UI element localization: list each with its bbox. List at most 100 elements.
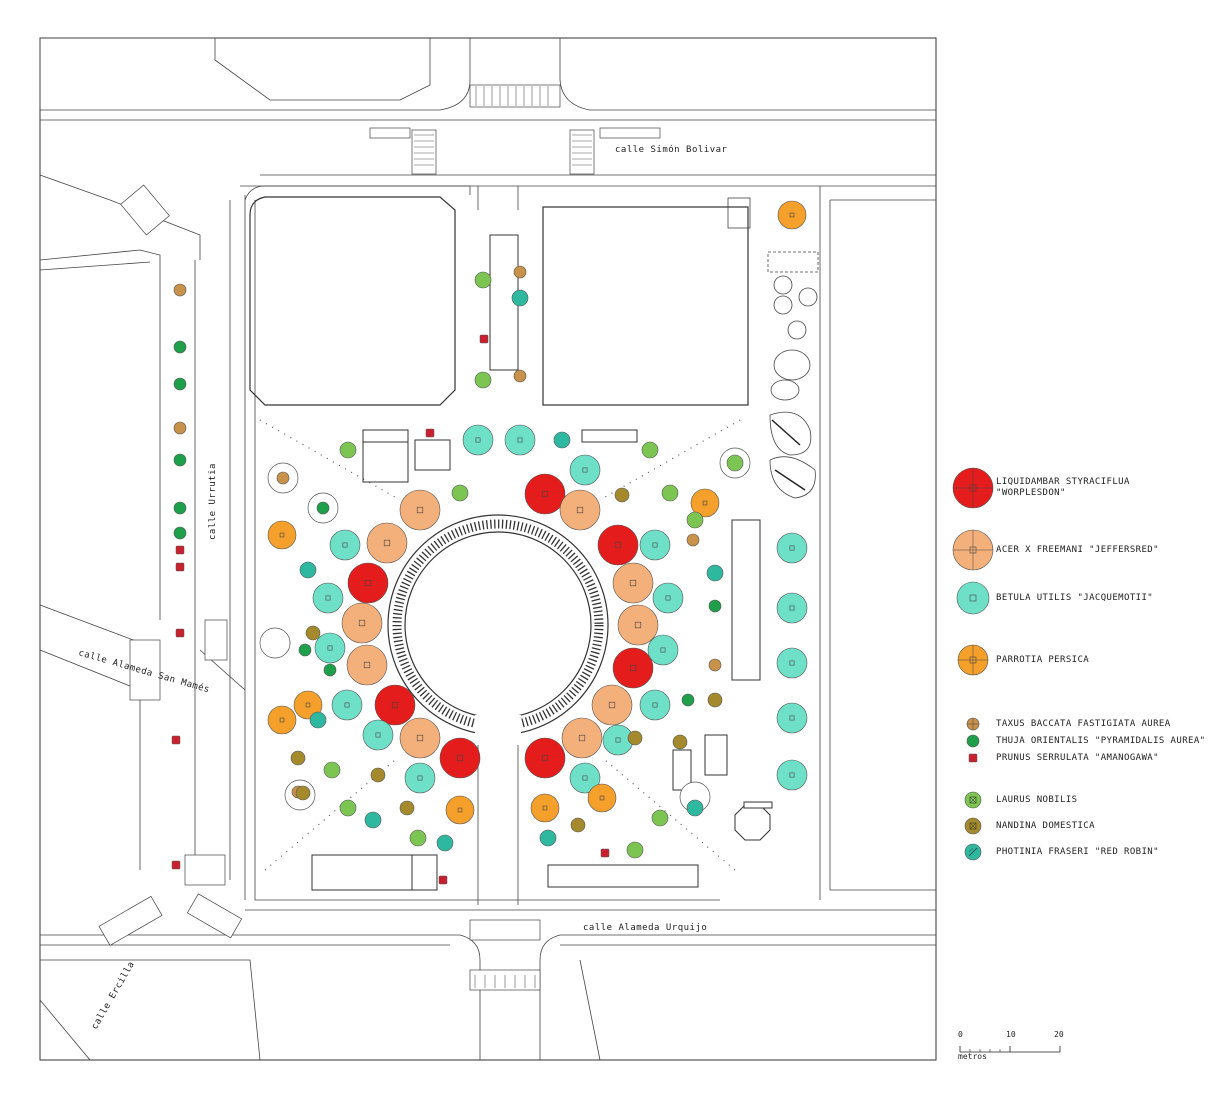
tree-marker-small (171, 860, 181, 870)
scale-tick-label: 20 (1054, 1030, 1064, 1039)
legend-label: LIQUIDAMBAR STYRACIFLUA "WORPLESDON" (996, 477, 1130, 498)
tree-circle-icon (956, 581, 990, 615)
tree-marker (553, 431, 571, 449)
legend-label: TAXUS BACCATA FASTIGIATA AUREA (996, 718, 1171, 729)
shrub-circle-icon (964, 843, 982, 861)
street-label-simon-bolivar: calle Simón Bolivar (615, 144, 728, 155)
central-ring (387, 514, 609, 745)
tree-marker (364, 811, 382, 829)
tree-marker-center (542, 805, 548, 811)
tree-marker (639, 529, 671, 561)
tree-marker (173, 340, 187, 354)
scale-tick-label: 10 (1006, 1030, 1016, 1039)
tree-marker (404, 762, 436, 794)
tree-marker-center (652, 542, 658, 548)
tree-marker (686, 533, 700, 547)
tree-marker (293, 690, 323, 720)
legend-label: PRUNUS SERRULATA "AMANOGAWA" (996, 752, 1159, 763)
tree-marker-center (599, 795, 605, 801)
tree-marker (539, 829, 557, 847)
legend-item: ACER X FREEMANI "JEFFERSRED" (950, 529, 1159, 571)
tree-marker (366, 522, 408, 564)
tree-marker (370, 767, 386, 783)
tree-marker (276, 471, 290, 485)
legend-label: BETULA UTILIS "JACQUEMOTII" (996, 592, 1154, 603)
tree-marker (617, 604, 659, 646)
tree-marker-center (417, 775, 423, 781)
tree-marker (298, 643, 312, 657)
legend-symbol (950, 791, 996, 809)
tree-marker (612, 647, 654, 689)
tree-marker-center (456, 754, 464, 762)
tree-marker (295, 785, 311, 801)
tree-marker (399, 489, 441, 531)
tree-marker-center (344, 702, 350, 708)
tree-marker-center (391, 701, 399, 709)
radial-paths (259, 419, 741, 871)
tree-marker (312, 582, 344, 614)
tree-marker (524, 737, 566, 779)
legend-symbol (950, 467, 996, 509)
tree-marker-center (475, 437, 481, 443)
tree-marker (708, 599, 722, 613)
tree-marker-center (327, 645, 333, 651)
legend-item: THUJA ORIENTALIS "PYRAMIDALIS AUREA" (950, 731, 1205, 751)
legend-item: BETULA UTILIS "JACQUEMOTII" (950, 581, 1154, 615)
tree-marker-center (541, 490, 549, 498)
legend-item: PHOTINIA FRASERI "RED ROBIN" (950, 842, 1159, 862)
tree-marker (569, 454, 601, 486)
tree-marker (399, 717, 441, 759)
tree-marker (462, 424, 494, 456)
tree-marker-center (789, 605, 795, 611)
tree-marker-center (789, 545, 795, 551)
tree-marker (362, 719, 394, 751)
tree-marker (591, 684, 633, 726)
tree-marker-center (358, 619, 366, 627)
tree-marker (530, 793, 560, 823)
tree-marker (612, 562, 654, 604)
tree-square-icon (968, 753, 978, 763)
tree-marker (707, 692, 723, 708)
tree-marker-center (578, 734, 586, 742)
tree-marker-center (634, 621, 642, 629)
tree-marker-small (175, 562, 185, 572)
tree-marker (173, 283, 187, 297)
tree-marker (777, 200, 807, 230)
legend-item: TAXUS BACCATA FASTIGIATA AUREA (950, 714, 1171, 734)
tree-marker (513, 369, 527, 383)
tree-marker (323, 663, 337, 677)
legend-label: THUJA ORIENTALIS "PYRAMIDALIS AUREA" (996, 735, 1206, 746)
tree-marker-small (175, 628, 185, 638)
tree-circle-icon (966, 734, 980, 748)
tree-marker (173, 453, 187, 467)
tree-marker (639, 689, 671, 721)
legend-label: PARROTIA PERSICA (996, 654, 1090, 665)
tree-marker (561, 717, 603, 759)
tree-marker (173, 377, 187, 391)
legend-item: PARROTIA PERSICA (950, 644, 1090, 676)
tree-marker (329, 529, 361, 561)
tree-marker (706, 564, 724, 582)
tree-marker (445, 795, 475, 825)
tree-marker-center (279, 532, 285, 538)
tree-marker-small (175, 545, 185, 555)
legend-label: PHOTINIA FRASERI "RED ROBIN" (996, 846, 1159, 857)
tree-marker-center (325, 595, 331, 601)
tree-marker (726, 454, 744, 472)
tree-marker-center (652, 702, 658, 708)
tree-marker (347, 562, 389, 604)
tree-marker (323, 761, 341, 779)
legend-label: ACER X FREEMANI "JEFFERSRED" (996, 544, 1159, 555)
tree-marker (173, 501, 187, 515)
tree-marker (627, 730, 643, 746)
tree-marker-center (375, 732, 381, 738)
tree-marker-center (363, 661, 371, 669)
tree-marker-center (789, 772, 795, 778)
tree-marker-small (600, 848, 610, 858)
tree-marker (776, 702, 808, 734)
tree-marker-center (279, 717, 285, 723)
tree-marker-center (702, 500, 708, 506)
tree-marker (708, 658, 722, 672)
legend-symbol (950, 734, 996, 748)
